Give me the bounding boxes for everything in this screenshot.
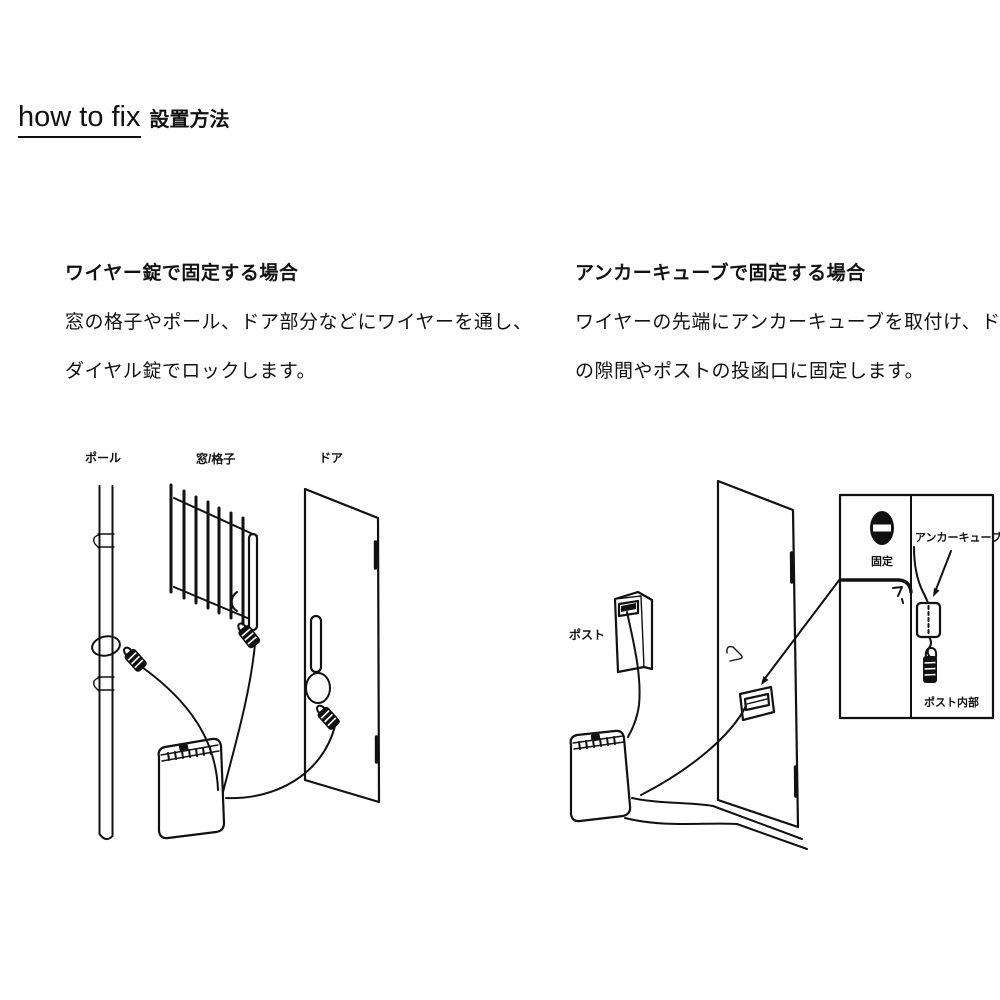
wire-under-door-2: [624, 817, 808, 850]
wire-under-door-1: [631, 797, 803, 840]
wire-lock-section: ワイヤー錠で固定する場合 窓の格子やポール、ドア部分などにワイヤーを通し、 ダイ…: [65, 260, 533, 396]
storage-bag: [157, 737, 226, 840]
post-interior-callout: 固定 アンカーキューブ ポスト内部: [838, 493, 1000, 720]
wire-post-to-bag: [626, 611, 641, 738]
post-rim-edge: [840, 578, 913, 594]
door-wire-loop-and-lock: [305, 672, 342, 732]
anchor-cube-section: アンカーキューブで固定する場合 ワイヤーの先端にアンカーキューブを取付け、ドア …: [575, 260, 1000, 396]
window-lattice-label: 窓/格子: [196, 451, 235, 466]
anchor-section-body-line-1: ワイヤーの先端にアンカーキューブを取付け、ドア: [575, 312, 1000, 333]
anchor-section-heading: アンカーキューブで固定する場合: [575, 263, 866, 284]
door-label: ドア: [319, 451, 343, 465]
bag-mini-lock: [590, 733, 601, 742]
right-door-illustration: [716, 479, 800, 829]
pole-illustration: [92, 485, 115, 840]
storage-bag: [569, 729, 632, 823]
anchor-cube-label: アンカーキューブ: [915, 530, 1000, 544]
left-door-illustration: [303, 487, 381, 804]
window-lattice-illustration: [169, 483, 259, 632]
insert-direction-mark: [892, 586, 904, 604]
wire-section-heading: ワイヤー錠で固定する場合: [65, 263, 299, 284]
door-handle: [309, 614, 323, 674]
fixed-label: 固定: [871, 554, 893, 568]
post-box-illustration: [613, 590, 654, 674]
anchor-cube: [915, 601, 942, 639]
post-interior-label: ポスト内部: [924, 695, 979, 709]
anchor-section-body-line-2: の隙間やポストの投函口に固定します。: [575, 361, 925, 382]
wire-lock-diagram: ポール 窓/格子 ドア: [85, 450, 381, 840]
wire-pole-to-bag: [141, 666, 219, 791]
anchor-cube-diagram: ポスト 固定 アンカーキューブ: [569, 479, 1000, 850]
fixed-state-icon: [870, 511, 894, 545]
post-label: ポスト: [569, 627, 605, 642]
wire-over-rim: [913, 546, 929, 604]
anchor-cube-pointer-arrow: [933, 550, 952, 597]
door-lever-handle: [726, 645, 743, 662]
title-english: how to fix: [18, 101, 141, 138]
wire-section-body-line-1: 窓の格子やポール、ドア部分などにワイヤーを通し、: [65, 312, 533, 333]
wire-section-body-line-2: ダイヤル錠でロックします。: [65, 361, 317, 382]
pole-wire-loop-and-lock: [91, 635, 149, 674]
door-mail-slot: [738, 685, 776, 722]
pole-label: ポール: [85, 450, 121, 465]
wire-slot-to-bag: [640, 705, 747, 796]
lattice-wire-hook-and-lock: [230, 591, 262, 650]
title-japanese: 設置方法: [149, 109, 230, 131]
wire-lattice-to-bag: [222, 643, 256, 793]
bag-mini-lock: [178, 743, 189, 752]
wire-door-to-bag: [225, 725, 336, 800]
page-title: how to fix 設置方法: [18, 101, 230, 138]
callout-leader-arrow: [761, 578, 841, 685]
hanging-dial-lock: [923, 647, 938, 683]
